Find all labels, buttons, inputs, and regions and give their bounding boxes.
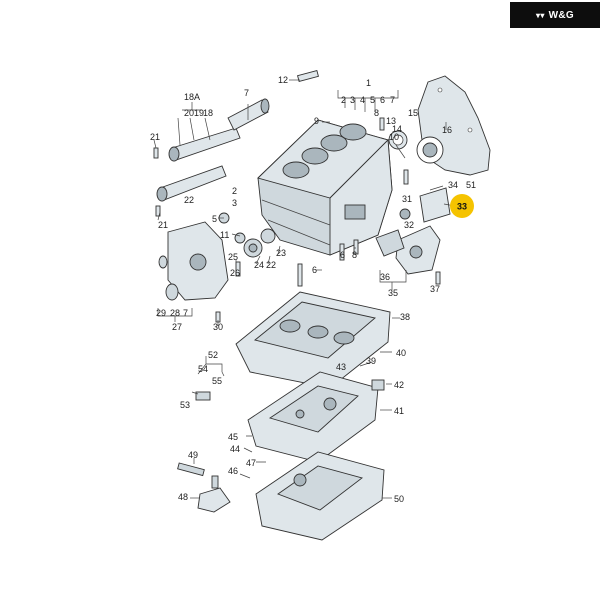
oil-pan-baffle [247,371,379,463]
callout-5a: 5 [370,95,375,105]
rear-flange-plate [416,75,491,176]
callout-29: 29 [156,308,166,318]
callout-44: 44 [230,444,240,454]
dowel-pin [297,69,319,83]
callout-17: 7 [244,88,249,98]
gear [243,228,276,258]
callout-49: 49 [188,450,198,460]
callout-10: 10 [389,132,399,142]
callout-52: 52 [208,350,218,360]
callout-6a: 6 [380,95,385,105]
callout-50: 50 [394,494,404,504]
callout-7b: 7 [183,308,188,318]
callout-3b: 3 [232,198,237,208]
shaft-lower [156,165,227,202]
callout-8: 8 [374,108,379,118]
callout-46: 46 [228,466,238,476]
callout-34: 34 [448,180,458,190]
mount-bracket [399,187,451,223]
callout-54: 54 [198,364,208,374]
seal-ring [388,130,408,150]
callout-31: 31 [402,194,412,204]
callout-13: 13 [386,116,396,126]
callout-38: 38 [400,312,410,322]
callout-55: 55 [212,376,222,386]
callout-25: 25 [228,252,238,262]
highlight-marker [450,194,474,218]
callout-9: 9 [314,116,319,126]
callout-16: 16 [442,125,452,135]
oil-level-sensor [197,475,231,513]
hose-clip [195,391,211,401]
callout-41: 41 [394,406,404,416]
callout-22: 22 [184,195,194,205]
callout-18: 18 [203,108,213,118]
callout-2b: 2 [232,186,237,196]
callout-40: 40 [396,348,406,358]
brand-name: W&G [548,9,574,21]
callout-8b: 8 [352,250,357,260]
callout-14: 14 [392,124,402,134]
gasket-strip [177,462,205,477]
callout-21a: 21 [150,132,160,142]
callout-35: 35 [388,288,398,298]
callout-26: 26 [230,268,240,278]
brand-logo-icon: ▾▾ [536,10,545,20]
callout-24: 24 [254,260,264,270]
callout-18A: 18A [184,92,200,102]
callout-48: 48 [178,492,188,502]
callout-28: 28 [170,308,180,318]
callout-51: 51 [466,180,476,190]
callout-27: 27 [172,322,182,332]
timing-cover [158,221,229,301]
callout-labels: 1 2 3 4 5 6 7 8 9 10 12 13 14 15 16 7 18… [150,75,476,504]
callout-1: 1 [366,78,371,88]
callout-4: 4 [360,95,365,105]
callout-7a: 7 [390,95,395,105]
callout-6c: 6 [340,250,345,260]
filler-cap [371,379,385,391]
callout-22b: 22 [266,260,276,270]
callout-5b: 5 [212,214,217,224]
callout-11: 11 [220,230,229,240]
shaft-upper [168,127,241,162]
callout-39: 39 [366,356,376,366]
callout-53: 53 [180,400,190,410]
pump-cover [375,229,405,257]
callout-20: 20 [184,108,194,118]
callout-2a: 2 [341,95,346,105]
callout-42: 42 [394,380,404,390]
callout-45: 45 [228,432,238,442]
callout-23: 23 [276,248,286,258]
callout-6b: 6 [312,265,317,275]
callout-36: 36 [380,272,390,282]
callout-3: 3 [350,95,355,105]
lower-oil-pan [255,451,385,541]
callout-12: 12 [278,75,288,85]
callout-30: 30 [213,322,223,332]
callout-32: 32 [404,220,414,230]
callout-43: 43 [336,362,346,372]
callout-47: 47 [246,458,256,468]
engine-block [257,119,393,256]
brand-badge: ▾▾ W&G [510,2,600,28]
callout-15: 15 [408,108,418,118]
callout-19: 19 [194,108,204,118]
sleeve [227,98,270,131]
callout-37: 37 [430,284,440,294]
highlight-label: 33 [457,202,467,212]
callout-21b: 21 [158,220,168,230]
upper-oil-pan [235,291,391,389]
oil-pump-housing [395,225,441,275]
